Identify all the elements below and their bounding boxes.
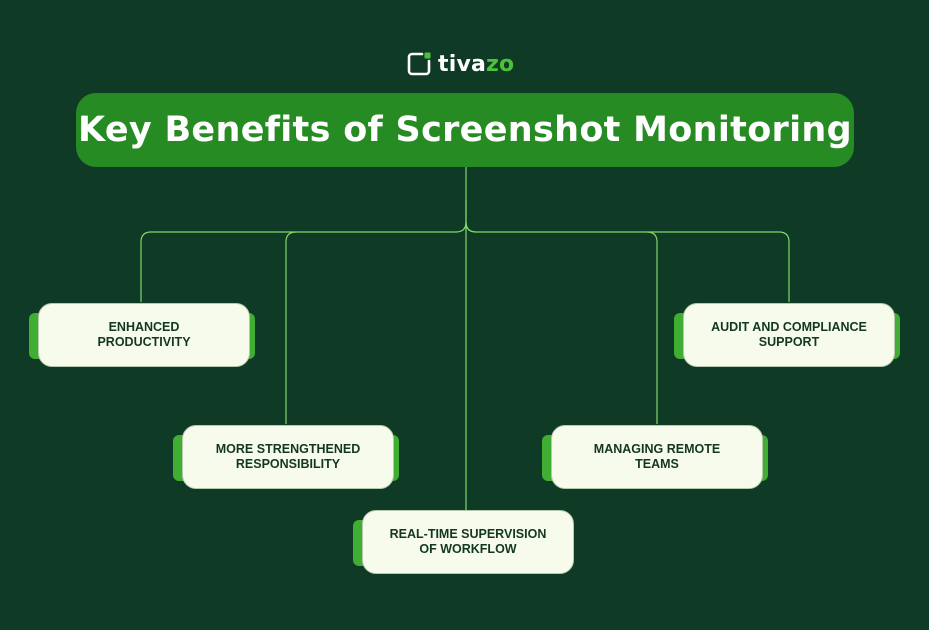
- benefit-card-remote-teams: MANAGING REMOTE TEAMS: [542, 425, 768, 491]
- benefit-card-enhanced-productivity: ENHANCED PRODUCTIVITY: [29, 303, 255, 369]
- benefit-card-body: MORE STRENGTHENED RESPONSIBILITY: [182, 425, 394, 489]
- connector-to-remote-teams: [646, 231, 658, 424]
- benefit-card-body: ENHANCED PRODUCTIVITY: [38, 303, 250, 367]
- benefit-card-body: AUDIT AND COMPLIANCE SUPPORT: [683, 303, 895, 367]
- benefit-card-real-time-supervision: REAL-TIME SUPERVISION OF WORKFLOW: [353, 510, 574, 576]
- logo-wordmark: tivazo: [438, 52, 514, 77]
- benefit-label: MORE STRENGTHENED RESPONSIBILITY: [215, 442, 361, 471]
- page-title: Key Benefits of Screenshot Monitoring: [78, 110, 852, 150]
- connector-to-responsibility: [285, 231, 297, 424]
- benefit-label: AUDIT AND COMPLIANCE SUPPORT: [711, 320, 867, 349]
- logo-text-accent: zo: [486, 51, 515, 77]
- title-banner: Key Benefits of Screenshot Monitoring: [76, 93, 854, 167]
- benefit-card-audit-compliance: AUDIT AND COMPLIANCE SUPPORT: [674, 303, 900, 369]
- benefit-card-body: MANAGING REMOTE TEAMS: [551, 425, 763, 489]
- benefit-card-body: REAL-TIME SUPERVISION OF WORKFLOW: [362, 510, 574, 574]
- connector-right-branch: [465, 221, 790, 302]
- benefit-card-responsibility: MORE STRENGTHENED RESPONSIBILITY: [173, 425, 399, 491]
- benefit-label: ENHANCED PRODUCTIVITY: [97, 320, 191, 349]
- connector-left-branch: [140, 200, 467, 302]
- logo: tivazo: [406, 50, 514, 78]
- benefit-label: REAL-TIME SUPERVISION OF WORKFLOW: [389, 527, 547, 556]
- tivazo-logo-icon: [407, 52, 431, 76]
- logo-text-main: tiva: [438, 51, 487, 77]
- benefit-label: MANAGING REMOTE TEAMS: [593, 442, 721, 471]
